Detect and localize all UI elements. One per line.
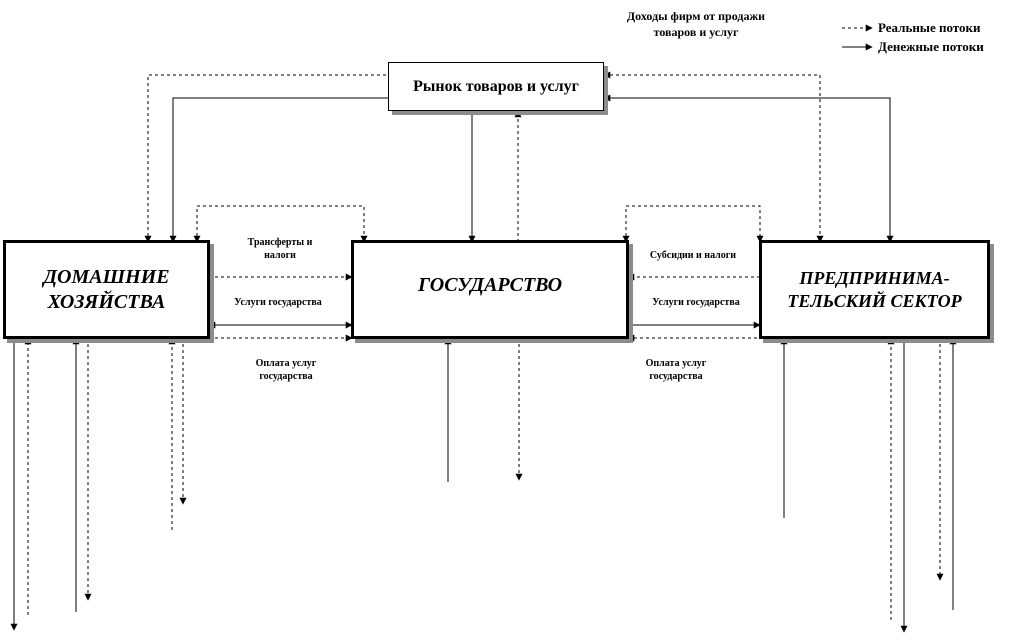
government-node: ГОСУДАРСТВО [351,240,629,339]
money-flow-business-to-market [603,94,894,243]
services-left-label: Услуги государства [234,297,322,308]
households-title: ДОМАШНИЕ ХОЗЯЙСТВА [43,265,170,313]
real-flow-bus-gov-loop [622,205,764,243]
real-flow-hh-gov-loop [193,205,368,243]
services-right-label: Услуги государства [652,297,740,308]
subsidies-label: Субсидии и налоги [649,250,737,261]
market-title: Рынок товаров и услуг [413,77,579,95]
government-title: ГОСУДАРСТВО [417,274,563,296]
transfers-label: Трансферты и налоги [247,237,313,261]
payment-right-label: Оплата услуг государства [645,358,707,382]
business-title: ПРЕДПРИНИМА-ТЕЛЬСКИЙ СЕКТОР [787,268,962,311]
money-flow-market-to-households [169,97,388,243]
legend-real-label: Реальные потоки [878,20,981,35]
real-flow-households-to-market [144,74,388,243]
legend-money-label: Денежные потоки [878,39,984,54]
households-node: ДОМАШНИЕ ХОЗЯЙСТВА [3,240,210,339]
payment-left-label: Оплата услуг государства [255,358,317,382]
business-node: ПРЕДПРИНИМА-ТЕЛЬСКИЙ СЕКТОР [759,240,990,339]
firm-revenue-note: Доходы фирм от продажи товаров и услуг [626,9,766,40]
market-node: Рынок товаров и услуг [388,62,604,111]
real-flow-market-to-business [603,71,824,243]
